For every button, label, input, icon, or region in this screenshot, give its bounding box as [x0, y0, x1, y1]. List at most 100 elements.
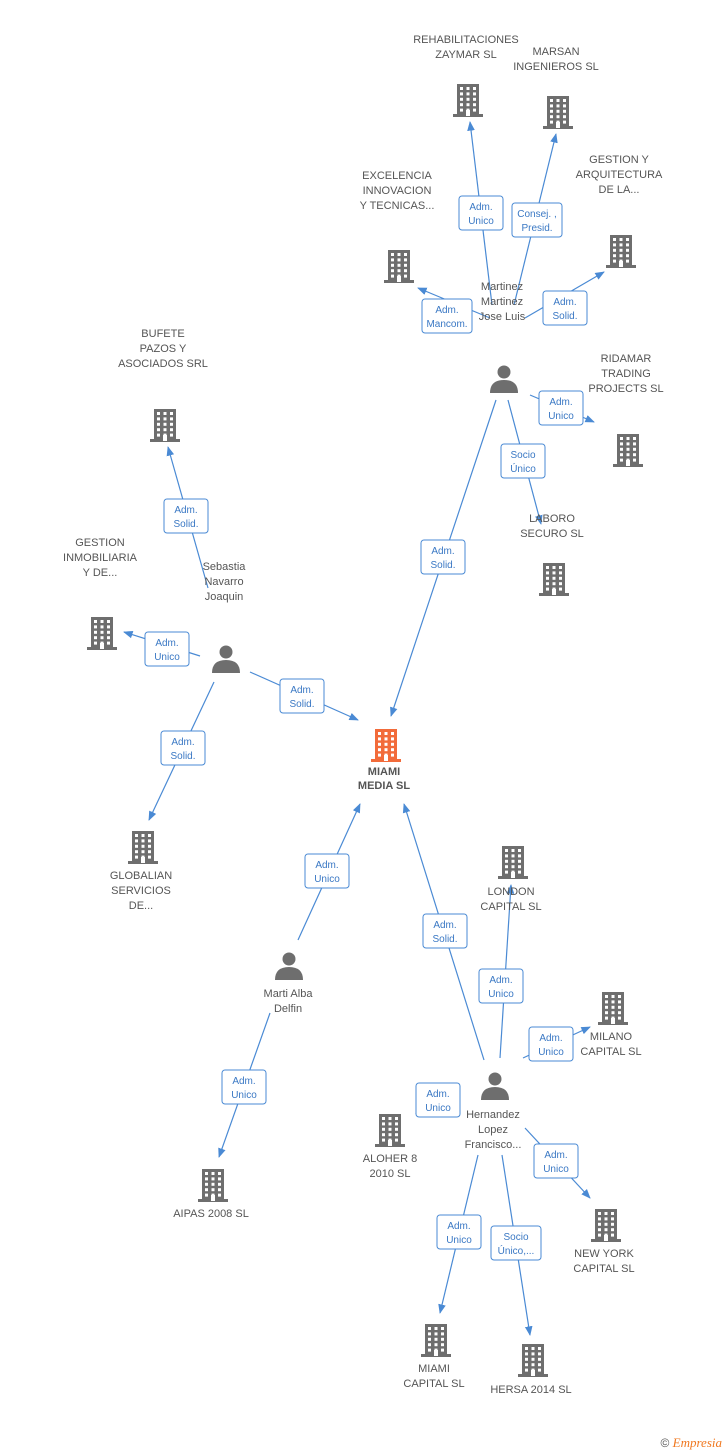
company-label-line: BUFETE: [141, 328, 184, 340]
company-label-line: CAPITAL SL: [480, 901, 541, 913]
company-label-line: SERVICIOS: [111, 885, 171, 897]
relation-text: Solid.: [552, 311, 577, 322]
relation-box: [144, 631, 190, 667]
company-label-line: RIDAMAR: [601, 353, 652, 365]
relation-box: [421, 298, 473, 334]
company-label-line: NEW YORK: [574, 1248, 634, 1260]
company-icon: [375, 1114, 405, 1147]
relation-box: [490, 1225, 542, 1261]
relation-text: Unico: [488, 989, 514, 1000]
relation-box: [436, 1214, 482, 1250]
relation-text: Adm.: [433, 920, 456, 931]
relation-text: Adm.: [155, 638, 178, 649]
relation-label[interactable]: Adm.Unico: [221, 1069, 267, 1105]
relation-text: Solid.: [432, 934, 457, 945]
relation-label[interactable]: Adm.Unico: [144, 631, 190, 667]
relation-text: Adm.: [553, 297, 576, 308]
company-icon: [518, 1344, 548, 1377]
company-label-line: CAPITAL SL: [580, 1046, 641, 1058]
person-icon: [490, 365, 518, 393]
footer-brand: © Empresia: [660, 1435, 722, 1451]
person-label-line: Sebastia: [203, 561, 247, 573]
company-icon: [606, 235, 636, 268]
company-label-line: INNOVACION: [363, 185, 432, 197]
center-company-label: MIAMI: [368, 766, 400, 778]
relation-text: Socio: [510, 450, 535, 461]
relation-label[interactable]: Adm. Solid.: [163, 498, 209, 534]
relation-label[interactable]: Adm.Unico: [533, 1143, 579, 1179]
relation-label[interactable]: Consej. , Presid.: [511, 202, 563, 238]
relation-text: Único: [510, 462, 536, 475]
relation-box: [478, 968, 524, 1004]
company-label-line: ARQUITECTURA: [576, 169, 663, 181]
company-icon: [453, 84, 483, 117]
company-label-line: INMOBILIARIA: [63, 552, 138, 564]
relation-label[interactable]: Adm.Unico: [538, 390, 584, 426]
relation-label[interactable]: Adm. Solid.: [420, 539, 466, 575]
relation-label[interactable]: Adm.Solid.: [279, 678, 325, 714]
relation-box: [500, 443, 546, 479]
relation-text: Unico: [425, 1103, 451, 1114]
relation-text: Único,...: [498, 1244, 535, 1257]
relation-box: [415, 1082, 461, 1118]
relation-text: Presid.: [521, 223, 552, 234]
relation-text: Unico: [543, 1164, 569, 1175]
company-label-line: DE...: [129, 900, 153, 912]
relation-text: Solid.: [173, 519, 198, 530]
center-company-icon: [371, 729, 401, 762]
company-label-line: MILANO: [590, 1031, 633, 1043]
relation-label[interactable]: Adm. Unico: [436, 1214, 482, 1250]
relation-label[interactable]: Adm.Unico: [478, 968, 524, 1004]
relation-label[interactable]: Adm.Unico: [304, 853, 350, 889]
company-icon: [598, 992, 628, 1025]
relation-label[interactable]: Adm. Solid.: [422, 913, 468, 949]
relation-box: [422, 913, 468, 949]
person-label-line: Hernandez: [466, 1109, 520, 1121]
center-company-label: MEDIA SL: [358, 780, 410, 792]
company-label-line: TRADING: [601, 368, 651, 380]
relation-text: Adm.: [447, 1221, 470, 1232]
company-label-line: HERSA 2014 SL: [490, 1384, 571, 1396]
relation-text: Consej. ,: [517, 209, 556, 220]
company-label-line: AIPAS 2008 SL: [173, 1208, 249, 1220]
relation-text: Adm.: [431, 546, 454, 557]
relation-text: Unico: [314, 874, 340, 885]
relation-label[interactable]: Adm. Solid.: [542, 290, 588, 326]
relation-label[interactable]: SocioÚnico,...: [490, 1225, 542, 1261]
relation-box: [533, 1143, 579, 1179]
company-label-line: GLOBALIAN: [110, 870, 172, 882]
relation-text: Unico: [538, 1047, 564, 1058]
person-label-line: Jose Luis: [479, 311, 526, 323]
company-label-line: CAPITAL SL: [573, 1263, 634, 1275]
relation-text: Adm.: [435, 305, 458, 316]
relation-text: Solid.: [430, 560, 455, 571]
relation-box: [279, 678, 325, 714]
relation-label[interactable]: Adm.Unico: [528, 1026, 574, 1062]
relation-box: [542, 290, 588, 326]
company-icon: [150, 409, 180, 442]
person-label-line: Martinez: [481, 296, 523, 308]
relation-label[interactable]: Adm.Unico: [415, 1082, 461, 1118]
company-label-line: ALOHER 8: [363, 1153, 417, 1165]
relation-box: [163, 498, 209, 534]
company-icon: [198, 1169, 228, 1202]
company-icon: [539, 563, 569, 596]
relation-text: Unico: [446, 1235, 472, 1246]
company-label-line: Y TECNICAS...: [360, 200, 435, 212]
company-icon: [543, 96, 573, 129]
company-label-line: ZAYMAR SL: [435, 49, 497, 61]
company-label-line: 2010 SL: [370, 1168, 411, 1180]
relation-text: Adm.: [174, 505, 197, 516]
company-icon: [421, 1324, 451, 1357]
person-icon: [212, 645, 240, 673]
company-label-line: Y DE...: [83, 567, 118, 579]
company-icon: [384, 250, 414, 283]
relation-label[interactable]: Adm.Mancom.: [421, 298, 473, 334]
relation-label[interactable]: Adm.Solid.: [160, 730, 206, 766]
person-icon: [275, 952, 303, 980]
relation-label[interactable]: Adm.Unico: [458, 195, 504, 231]
relation-text: Unico: [548, 411, 574, 422]
